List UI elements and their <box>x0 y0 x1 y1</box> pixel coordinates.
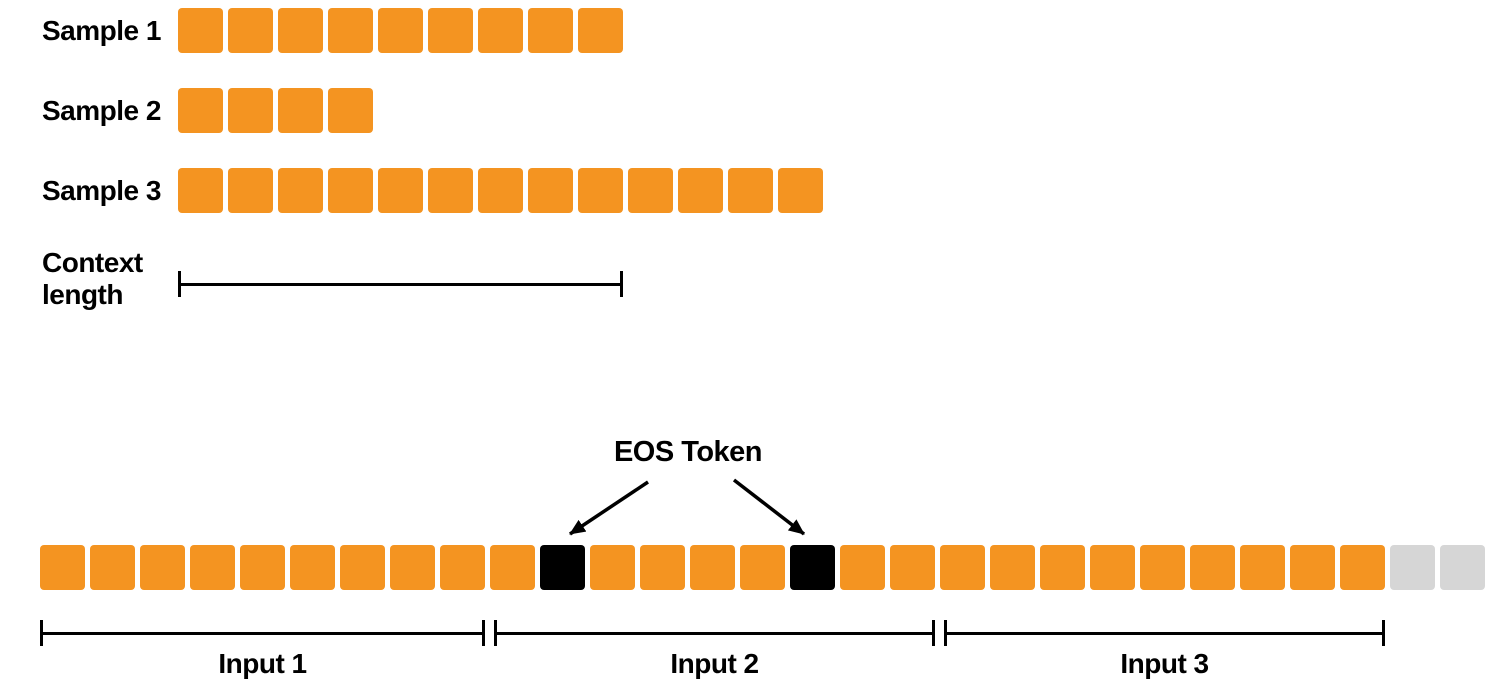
eos-arrow-left <box>569 480 649 536</box>
sample-token <box>328 88 373 133</box>
sample-token <box>278 88 323 133</box>
sample-token <box>1040 545 1085 590</box>
sample-token <box>940 545 985 590</box>
sample-token <box>990 545 1035 590</box>
sample-row: Sample 1 <box>42 8 823 53</box>
input-label: Input 2 <box>670 648 759 679</box>
sample-token <box>228 8 273 53</box>
sample-token <box>478 8 523 53</box>
sample-token <box>340 545 385 590</box>
sample-token <box>478 168 523 213</box>
sample-token <box>190 545 235 590</box>
input-label: Input 3 <box>1120 648 1209 679</box>
sample-token <box>40 545 85 590</box>
bracket-line <box>944 631 1385 635</box>
sample-token <box>1290 545 1335 590</box>
beam-line <box>178 282 623 286</box>
sample-tokens <box>178 168 823 213</box>
eos-token <box>540 545 585 590</box>
sample-token <box>328 168 373 213</box>
sample-token <box>378 8 423 53</box>
sample-tokens <box>178 8 623 53</box>
sample-token <box>378 168 423 213</box>
sample-token <box>178 88 223 133</box>
sample-tokens <box>178 88 373 133</box>
eos-arrows <box>569 478 806 536</box>
sample-label: Sample 2 <box>42 94 161 126</box>
sample-token <box>440 545 485 590</box>
sample-token <box>1240 545 1285 590</box>
sample-token <box>890 545 935 590</box>
bracket-tick-right <box>1382 620 1385 646</box>
sample-token <box>740 545 785 590</box>
bracket-tick-right <box>482 620 485 646</box>
sample-token <box>428 168 473 213</box>
sample-token <box>1140 545 1185 590</box>
context-length-label: Context length <box>42 247 143 311</box>
bracket-line <box>494 631 935 635</box>
input-bracket <box>494 620 935 646</box>
sample-token <box>628 168 673 213</box>
sample-token <box>578 8 623 53</box>
sample-token <box>290 545 335 590</box>
sample-token <box>1190 545 1235 590</box>
sample-token <box>1340 545 1385 590</box>
samples-list: Sample 1 Sample 2 Sample 3 <box>42 8 823 248</box>
padding-token <box>1390 545 1435 590</box>
sample-token <box>228 168 273 213</box>
context-length-beam <box>178 271 623 297</box>
sample-token <box>428 8 473 53</box>
bracket-tick-right <box>932 620 935 646</box>
sample-token <box>328 8 373 53</box>
packed-row <box>40 545 1485 590</box>
eos-token <box>790 545 835 590</box>
sample-row: Sample 3 <box>42 168 823 213</box>
sample-token <box>490 545 535 590</box>
sample-token <box>728 168 773 213</box>
input-bracket <box>944 620 1385 646</box>
input-label: Input 1 <box>218 648 307 679</box>
sample-token <box>178 168 223 213</box>
bracket-line <box>40 631 485 635</box>
sample-label: Sample 3 <box>42 174 161 206</box>
sample-token <box>578 168 623 213</box>
sample-token <box>390 545 435 590</box>
sample-token <box>528 8 573 53</box>
eos-token-label: EOS Token <box>613 436 763 468</box>
sample-token <box>228 88 273 133</box>
sample-token <box>678 168 723 213</box>
sample-token <box>840 545 885 590</box>
padding-token <box>1440 545 1485 590</box>
sample-label: Sample 1 <box>42 14 161 46</box>
sample-row: Sample 2 <box>42 88 823 133</box>
sample-token <box>278 168 323 213</box>
sample-token <box>640 545 685 590</box>
sample-token <box>90 545 135 590</box>
sample-token <box>528 168 573 213</box>
sample-token <box>1090 545 1135 590</box>
sample-token <box>140 545 185 590</box>
input-bracket <box>40 620 485 646</box>
sample-token <box>278 8 323 53</box>
sample-token <box>690 545 735 590</box>
sample-token <box>240 545 285 590</box>
sample-token <box>778 168 823 213</box>
eos-arrow-right <box>732 478 806 536</box>
beam-tick-right <box>620 271 623 297</box>
sample-token <box>590 545 635 590</box>
sample-token <box>178 8 223 53</box>
